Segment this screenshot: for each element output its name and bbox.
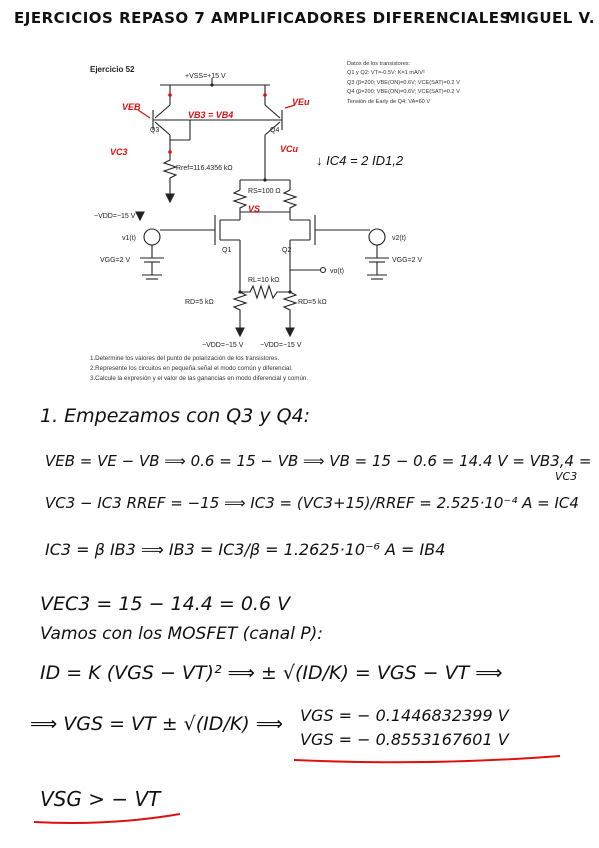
work-line-8b: VGS = − 0.8553167601 V (300, 730, 509, 749)
work-line-7: ID = K (VGS − VT)² ⟹ ± √(ID/K) = VGS − V… (40, 662, 503, 684)
annot-vb-equal: VB3 = VB4 (188, 110, 233, 120)
label-q4: Q4 (270, 127, 279, 134)
page-header-title: EJERCICIOS REPASO 7 AMPLIFICADORES DIFER… (14, 9, 511, 27)
label-vss: +VSS=+15 V (185, 73, 226, 80)
label-rs: RS=100 Ω (248, 188, 281, 195)
label-q2: Q2 (282, 247, 291, 254)
label-vgg-right: VGG=2 V (392, 257, 422, 264)
work-line-8a: VGS = − 0.1446832399 V (300, 706, 509, 725)
data-line: Q3 (β=200; VBE(ON)=0.6V; VCE(SAT)=0.2 V (347, 79, 460, 86)
work-line-8: ⟹ VGS = VT ± √(ID/K) ⟹ (30, 713, 283, 735)
annot-veb3: VEB (122, 102, 141, 112)
work-line-6: Vamos con los MOSFET (canal P): (40, 624, 323, 644)
exercise-title: Ejercicio 52 (90, 65, 135, 74)
label-rl: RL=10 kΩ (248, 277, 280, 284)
label-rd-left: RD=5 kΩ (185, 299, 214, 306)
work-line-5: VEC3 = 15 − 14.4 = 0.6 V (40, 593, 291, 615)
annot-veb4: VEu (292, 97, 310, 107)
work-line-2b: VC3 (555, 470, 578, 483)
label-rref: Rref=116.4356 kΩ (176, 165, 233, 172)
label-vdd-bottom-right: −VDD=−15 V (260, 342, 302, 349)
data-line: Q1 y Q2: VT=-0.5V; K=1 mA/V² (347, 70, 425, 77)
transistor-data-panel: Datos de los transistores: Q1 y Q2: VT=-… (347, 60, 460, 107)
annot-vc3: VC3 (110, 147, 128, 157)
label-v2: v2(t) (392, 235, 406, 242)
label-q1: Q1 (222, 247, 231, 254)
annot-ic4: ↓ IC4 = 2 ID1,2 (316, 153, 404, 168)
label-q3: Q3 (150, 127, 159, 134)
label-vdd-left: −VDD=−15 V (94, 213, 136, 220)
annot-vc4: VCu (280, 144, 299, 154)
data-line: Tensión de Early de Q4: VA=60 V (347, 98, 431, 105)
label-vo: vo(t) (330, 268, 344, 275)
work-line-9: VSG > − VT (40, 787, 161, 811)
data-line: Q4 (β=200; VBE(ON)=0.6V; VCE(SAT)=0.2 V (347, 89, 460, 96)
page-header-author: MIGUEL V. (505, 9, 595, 27)
question-1: 1.Determine los valores del punto de pol… (90, 355, 280, 362)
question-2: 2.Represente los circuitos en pequeña se… (90, 365, 293, 372)
label-vgg-left: VGG=2 V (100, 257, 130, 264)
label-vdd-bottom-left: −VDD=−15 V (202, 342, 244, 349)
underline-result (293, 755, 561, 764)
label-v1: v1(t) (122, 235, 136, 242)
underline-condition (33, 813, 181, 824)
question-3: 3.Calcule la expresión y el valor de las… (90, 375, 309, 382)
work-line-3: VC3 − IC3 RREF = −15 ⟹ IC3 = (VC3+15)/RR… (45, 494, 579, 512)
label-rd-right: RD=5 kΩ (298, 299, 327, 306)
data-line: Datos de los transistores: (347, 61, 411, 67)
work-line-2: VEB = VE − VB ⟹ 0.6 = 15 − VB ⟹ VB = 15 … (45, 452, 592, 470)
circuit-diagram: +VSS=+15 V Q3 Q4 Rref=116.4356 kΩ RS=100… (90, 65, 422, 349)
work-line-1: 1. Empezamos con Q3 y Q4: (40, 405, 311, 427)
work-line-4: IC3 = β IB3 ⟹ IB3 = IC3/β = 1.2625·10⁻⁶ … (45, 540, 446, 559)
annot-vs: VS (248, 204, 260, 214)
